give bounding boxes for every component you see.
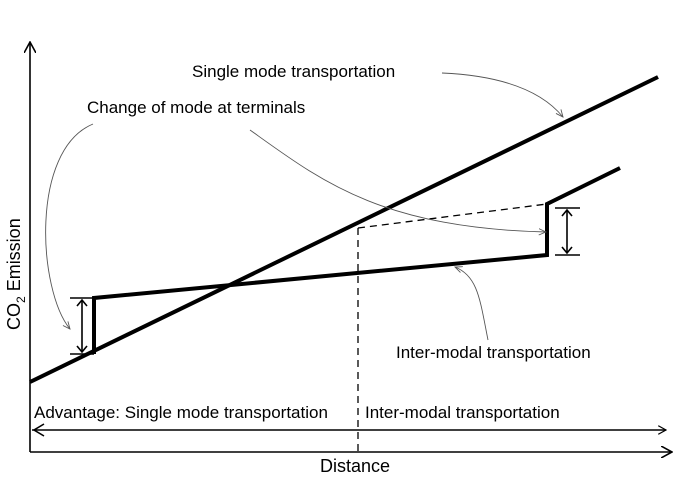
callout-change-right <box>249 129 546 232</box>
y-axis-label: CO2 Emission <box>4 218 28 330</box>
callout-change-left <box>45 123 94 329</box>
advantage-arrow-left-head <box>32 423 45 437</box>
callout-single-mode <box>441 72 563 117</box>
single-mode-line <box>29 75 659 384</box>
callout-inter-modal <box>455 267 489 341</box>
dashed-extension-line <box>357 203 548 229</box>
inter-modal-line <box>92 166 621 354</box>
label-advantage-single: Advantage: Single mode transportation <box>34 403 328 422</box>
label-single-mode: Single mode transportation <box>192 62 395 81</box>
left-mode-change-bracket <box>70 297 94 355</box>
x-axis-label: Distance <box>320 456 390 476</box>
label-change-of-mode: Change of mode at terminals <box>87 98 305 117</box>
label-advantage-inter: Inter-modal transportation <box>365 403 560 422</box>
label-inter-modal: Inter-modal transportation <box>396 343 591 362</box>
right-mode-change-bracket <box>555 207 580 256</box>
